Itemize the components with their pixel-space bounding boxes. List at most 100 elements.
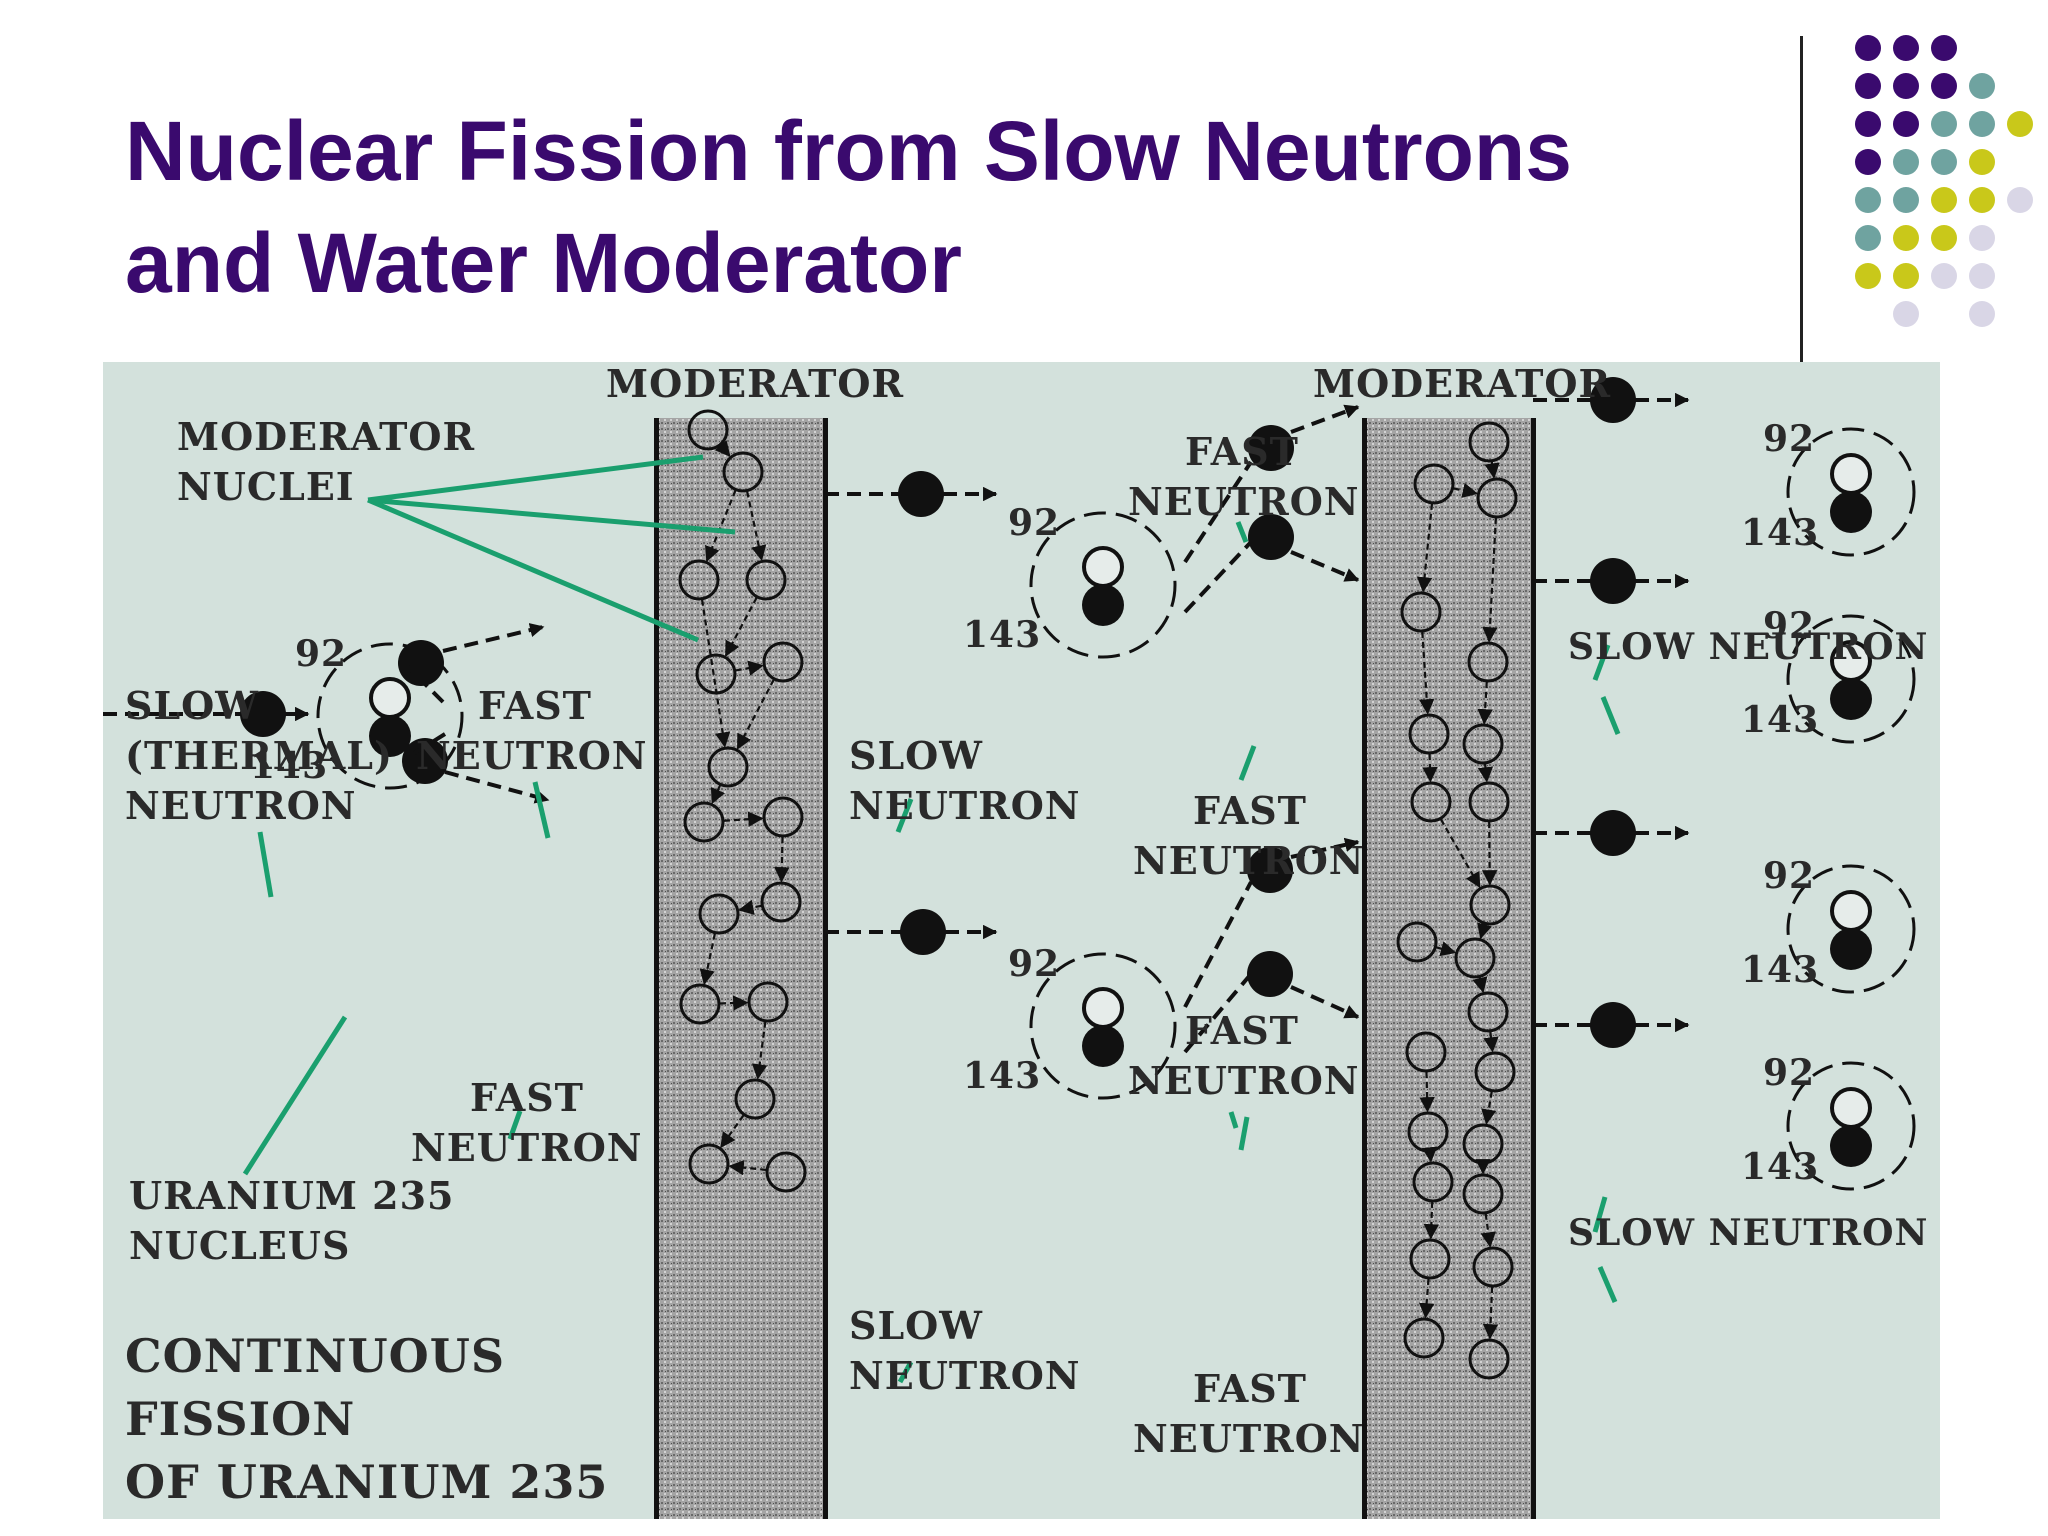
scatter-path: [738, 899, 762, 915]
proton-circle: [1830, 1087, 1872, 1129]
scatter-path: [746, 491, 767, 561]
uranium-nucleus-label-2: NUCLEUS: [129, 1223, 350, 1268]
decor-dot: [1931, 225, 1957, 251]
neutron-number: 143: [963, 614, 1041, 656]
neutron-dot: [402, 738, 448, 784]
decor-dot: [1931, 73, 1957, 99]
scatter-path: [1418, 1278, 1435, 1319]
scatter-path: [1453, 482, 1479, 498]
pointer-line: [1600, 696, 1621, 735]
neutron-dot: [1248, 514, 1294, 560]
moderator-nucleus: [1472, 1246, 1514, 1288]
decor-dot: [1893, 187, 1919, 213]
scatter-path: [1477, 922, 1492, 940]
moderator-nuclei-label-2: NUCLEI: [177, 464, 355, 509]
pointer-line: [257, 831, 274, 898]
moderator-slab-right: [1362, 418, 1536, 1519]
decor-dot: [1931, 111, 1957, 137]
neutron-path: [1290, 404, 1360, 434]
decor-dot: [1969, 187, 1995, 213]
slide-title-line-2: and Water Moderator: [125, 216, 962, 310]
fast-neutron-f-1: FAST: [1193, 1366, 1307, 1411]
scatter-path: [1481, 821, 1498, 886]
moderator-nucleus: [1468, 781, 1510, 823]
scatter-path: [774, 836, 790, 883]
neutron-number: 143: [1741, 699, 1819, 741]
scatter-path: [1482, 517, 1498, 643]
moderator-nucleus: [1410, 781, 1452, 823]
fast-neutron-a-1: FAST: [478, 683, 592, 728]
moderator-nucleus: [762, 796, 804, 838]
decor-dot: [2007, 187, 2033, 213]
neutron-path: [1183, 881, 1253, 1008]
scatter-path: [1416, 503, 1434, 593]
scatter-path: [1481, 1091, 1497, 1125]
moderator-nucleus: [688, 1143, 730, 1185]
scatter-path: [719, 995, 749, 1011]
moderator-nuclei-label-1: MODERATOR: [177, 414, 475, 459]
moderator-nuclei-left: [678, 409, 807, 1193]
uranium-nucleus-outline: [1786, 864, 1916, 994]
moderator-nucleus: [722, 451, 764, 493]
scatter-path: [1419, 1071, 1435, 1113]
moderator-nucleus: [1409, 1238, 1451, 1280]
slow-neutron-right-top: SLOW NEUTRON: [1568, 626, 1928, 668]
decor-dot: [2007, 111, 2033, 137]
decor-dot: [1855, 149, 1881, 175]
neutron-number: 143: [1741, 1146, 1819, 1188]
decor-dot: [1969, 149, 1995, 175]
proton-number: 92: [295, 633, 347, 675]
uranium-nucleus-outline: [1786, 1061, 1916, 1191]
scatter-path: [723, 811, 764, 827]
neutron-path: [1183, 972, 1253, 1054]
decor-dot: [1969, 225, 1995, 251]
proton-number: 92: [1008, 502, 1060, 544]
moderator-nucleus: [1412, 1161, 1454, 1203]
slow-thermal-label-2: (THERMAL): [125, 733, 393, 778]
moderator-nucleus: [698, 893, 740, 935]
moderator-nucleus: [1476, 477, 1518, 519]
moderator-nucleus: [683, 801, 725, 843]
moderator-nucleus: [1462, 1123, 1504, 1165]
neutron-path: [406, 665, 445, 704]
decor-dot: [1855, 111, 1881, 137]
proton-number: 92: [1763, 1052, 1815, 1094]
proton-circle: [1830, 890, 1872, 932]
pointer-line: [367, 497, 736, 535]
slow-thermal-label-3: NEUTRON: [125, 783, 357, 828]
proton-number: 92: [1763, 855, 1815, 897]
decor-dot: [1969, 301, 1995, 327]
decor-dot: [1855, 225, 1881, 251]
slow-neutron-b-1: SLOW: [849, 1303, 983, 1348]
scatter-path: [736, 679, 775, 750]
slide-title-line-1: Nuclear Fission from Slow Neutrons: [125, 104, 1572, 198]
decor-dot: [1855, 263, 1881, 289]
decor-dot: [1855, 35, 1881, 61]
moderator-nucleus: [1403, 1317, 1445, 1359]
moderator-nucleus: [1474, 1051, 1516, 1093]
slow-neutron-a-1: SLOW: [849, 733, 983, 778]
continuous-fission-label-3: OF URANIUM 235: [125, 1455, 608, 1509]
neutron-dot: [900, 909, 946, 955]
moderator-nucleus: [760, 881, 802, 923]
uranium-nucleus-outline: [1786, 614, 1916, 744]
moderator-nucleus: [1467, 641, 1509, 683]
title-divider-line: [1800, 36, 1803, 362]
moderator-nucleus: [745, 559, 787, 601]
label-pointer-lines: [242, 454, 1621, 1384]
scatter-path: [705, 490, 737, 562]
decor-dot: [1893, 35, 1919, 61]
slide-title: Nuclear Fission from Slow Neutrons and W…: [125, 95, 1725, 319]
scatter-path: [728, 1159, 767, 1176]
neutron-circle: [1830, 678, 1872, 720]
moderator-nucleus: [1469, 884, 1511, 926]
pointer-line: [532, 781, 551, 839]
neutron-path: [1183, 540, 1253, 614]
scatter-path: [699, 933, 716, 985]
scatter-path: [1480, 1213, 1496, 1248]
moderator-nucleus: [1454, 937, 1496, 979]
moderator-label-right: MODERATOR: [1313, 362, 1611, 406]
neutron-number: 143: [963, 1055, 1041, 1097]
fast-neutron-b-2: NEUTRON: [411, 1125, 643, 1170]
